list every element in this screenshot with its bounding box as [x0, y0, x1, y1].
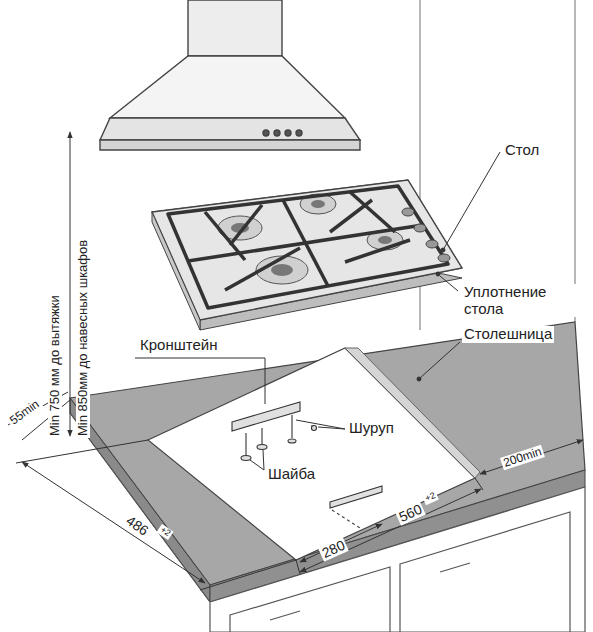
part-label: Шайба [266, 466, 317, 483]
part-label: Шуруп [347, 420, 396, 437]
part-label: Стол [503, 142, 541, 159]
hood [100, 0, 360, 150]
dimension-note: Min 850мм до навесных шкафов [76, 238, 90, 438]
part-label: Кронштейн [138, 337, 219, 354]
part-label: Уплотнение стола [462, 284, 584, 317]
part-label: Столешница [462, 326, 554, 343]
dimension-note: Min 750 мм до вытяжки [48, 293, 62, 438]
dimension-value: 55min [6, 396, 43, 428]
dimension-line [8, 132, 583, 590]
cooktop [152, 180, 462, 330]
cabinet [70, 413, 585, 632]
leader-line [135, 152, 500, 470]
